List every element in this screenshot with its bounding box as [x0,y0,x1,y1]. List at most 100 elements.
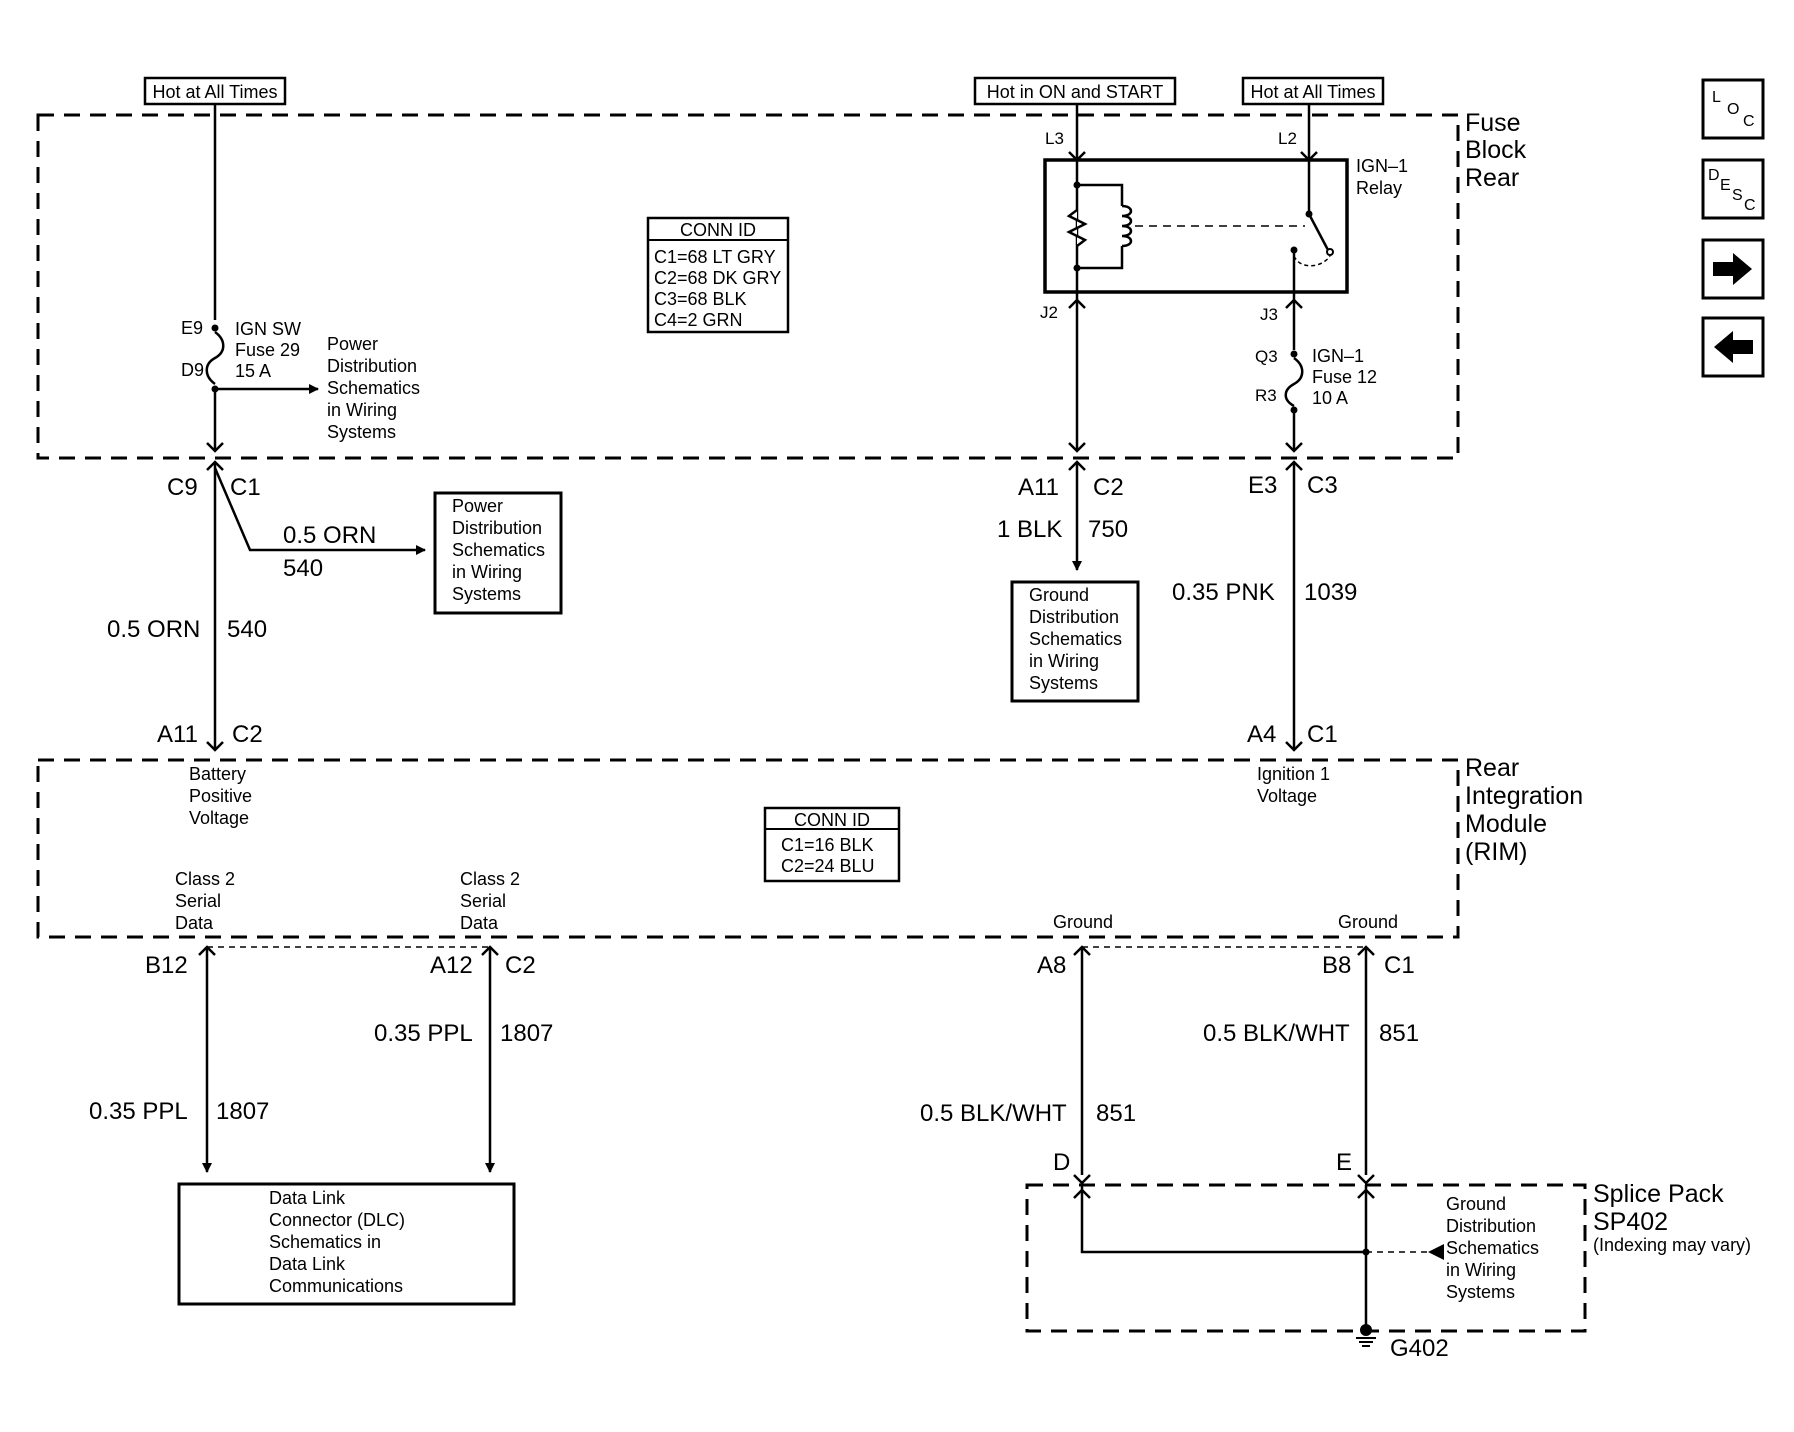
rim-class2-left-1: Class 2 [175,869,235,889]
conn-a12: A12 [430,952,473,979]
loc-letter-o: O [1727,101,1739,118]
conn-e3-c3: C3 [1307,472,1338,499]
wire-a12-circuit: 1807 [500,1020,553,1047]
desc-button[interactable]: D E S C [1701,158,1765,220]
splice-e-arrow [1357,1188,1375,1199]
relay-switch-pivot [1326,248,1334,256]
pin-d: D [1053,1149,1070,1176]
ground-dist-box-2: Distribution [1029,607,1119,627]
power-dist-box-1: Power [452,496,503,516]
next-button[interactable] [1701,238,1765,300]
relay-coil [1121,204,1133,248]
rim-battery-3: Voltage [189,808,249,828]
rim-ground-right: Ground [1338,912,1398,932]
loc-letter-c: C [1743,113,1755,130]
conn-id-fuse-2: C2=68 DK GRY [654,268,781,288]
wire-540-left-size: 0.5 ORN [107,616,200,643]
pin-j2: J2 [1040,303,1058,322]
rim-battery-2: Positive [189,786,252,806]
conn-e3-pin: E3 [1248,472,1277,499]
splice-ground-dist-4: in Wiring [1446,1260,1516,1280]
relay-switch-arc [1293,255,1331,267]
pin-l2: L2 [1278,129,1297,148]
conn-id-fuse-3: C3=68 BLK [654,289,747,309]
relay-coil-lead-1 [1077,183,1124,206]
splice-ground-dist-2: Distribution [1446,1216,1536,1236]
rim-class2-left-3: Data [175,913,214,933]
hot-label-left: Hot at All Times [152,82,277,102]
splice-pack-outline [1025,1183,1587,1333]
relay-switch-blade [1307,213,1330,251]
hot-label-box-mid [973,76,1177,106]
conn-id-header-fuse: CONN ID [680,220,756,240]
fuse29-label-1: IGN SW [235,319,301,339]
hot-label-mid: Hot in ON and START [987,82,1163,102]
splice-pack-title-2: SP402 [1593,1208,1668,1236]
conn-e-chevron [1357,1174,1375,1185]
loc-letter-l: L [1712,89,1721,106]
wire-a12-size: 0.35 PPL [374,1020,473,1047]
dlc-box-3: Schematics in [269,1232,381,1252]
wire-b12-circuit: 1807 [216,1098,269,1125]
rim-battery-1: Battery [189,764,246,784]
rim-title-4: (RIM) [1465,838,1527,866]
ground-dist-box-4: in Wiring [1029,651,1099,671]
splice-ground-dist-1: Ground [1446,1194,1506,1214]
rim-title-1: Rear [1465,754,1519,782]
wire-750-circuit: 750 [1088,516,1128,543]
wire-540-left-circuit: 540 [227,616,267,643]
ground-g402: G402 [1390,1335,1449,1362]
arrow-left-icon [1714,331,1753,363]
wire-540-branch-circuit: 540 [283,555,323,582]
ground-dist-box-3: Schematics [1029,629,1122,649]
dlc-box-1: Data Link [269,1188,346,1208]
fuse-block-title-3: Rear [1465,164,1519,192]
splice-pack-title-1: Splice Pack [1593,1180,1724,1208]
conn-b8-c1: C1 [1384,952,1415,979]
wire-540-branch [213,467,426,555]
fuse-block-title-2: Block [1465,136,1527,164]
relay-label-1: IGN–1 [1356,156,1408,176]
prev-button[interactable] [1701,316,1765,378]
fuse29-label-3: 15 A [235,361,271,381]
fuse-block-outline [36,113,1460,460]
conn-id-rim-1: C1=16 BLK [781,835,874,855]
conn-id-fuse-1: C1=68 LT GRY [654,247,776,267]
fuse12-label-3: 10 A [1312,388,1348,408]
conn-b8: B8 [1322,952,1351,979]
pin-j3: J3 [1260,305,1278,324]
power-dist-inline-5: Systems [327,422,396,442]
ground-dist-box-5: Systems [1029,673,1098,693]
desc-letter-d: D [1708,167,1720,184]
arrow-j2 [1068,298,1086,309]
fuse12-node-top [1290,350,1298,358]
splice-d-arrow [1073,1188,1091,1199]
wire-1039-size: 0.35 PNK [1172,579,1275,606]
conn-id-box-rim [763,806,901,883]
conn-rim-a11: A11 [157,721,198,748]
loc-button[interactable]: L O C [1701,78,1765,140]
rim-class2-right-2: Serial [460,891,506,911]
fuse29-symbol [205,330,225,386]
ground-point [1360,1324,1372,1336]
hot-label-right: Hot at All Times [1250,82,1375,102]
rim-class2-right-1: Class 2 [460,869,520,889]
conn-a12-c2: C2 [505,952,536,979]
arrow-fuse12 [1285,442,1303,453]
fuse12-label-2: Fuse 12 [1312,367,1377,387]
power-dist-box-2: Distribution [452,518,542,538]
conn-c9-pin: C9 [167,474,198,501]
conn-id-rim-2: C2=24 BLU [781,856,875,876]
power-dist-box-3: Schematics [452,540,545,560]
wire-b8-circuit: 851 [1379,1020,1419,1047]
wire-540-branch-size: 0.5 ORN [283,522,376,549]
rim-ground-left: Ground [1053,912,1113,932]
wire-750-size: 1 BLK [997,516,1062,543]
arrow-j3 [1285,298,1303,309]
arrow-j2-down [1068,442,1086,453]
conn-a11-pin: A11 [1018,474,1059,501]
pin-e: E [1336,1149,1352,1176]
power-dist-box-5: Systems [452,584,521,604]
conn-id-header-rim: CONN ID [794,810,870,830]
